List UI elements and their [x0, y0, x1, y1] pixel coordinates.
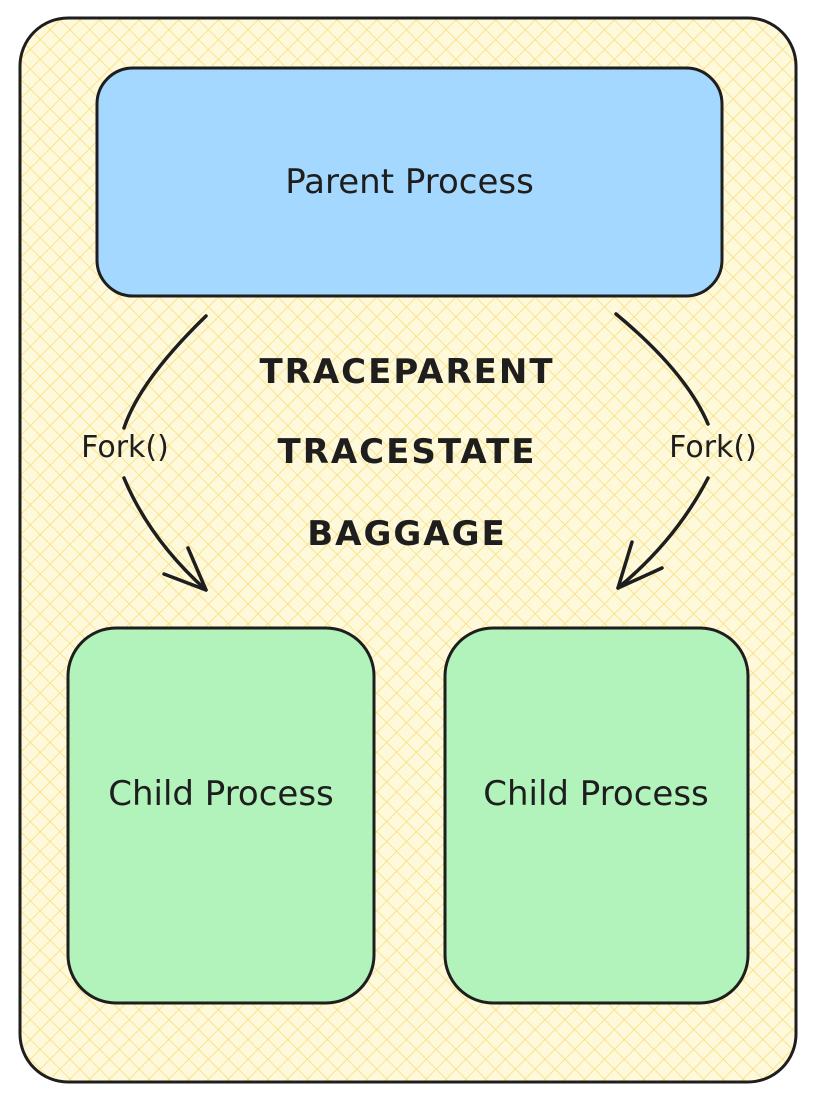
child-process-label-right: Child Process: [483, 774, 709, 814]
parent-process-label: Parent Process: [285, 162, 534, 202]
fork-arrow-left: [122, 314, 208, 592]
fork-label-right: Fork(): [669, 430, 757, 465]
context-field-traceparent: TRACEPARENT: [259, 352, 555, 392]
fork-label-left: Fork(): [81, 430, 169, 465]
context-field-tracestate: TRACESTATE: [277, 432, 537, 472]
child-process-box-right[interactable]: [443, 626, 750, 1005]
context-field-baggage: BAGGAGE: [307, 514, 507, 554]
fork-arrow-right: [614, 312, 710, 590]
child-process-label-left: Child Process: [108, 774, 334, 814]
parent-process-box[interactable]: [95, 66, 724, 298]
child-process-box-left[interactable]: [66, 626, 376, 1005]
